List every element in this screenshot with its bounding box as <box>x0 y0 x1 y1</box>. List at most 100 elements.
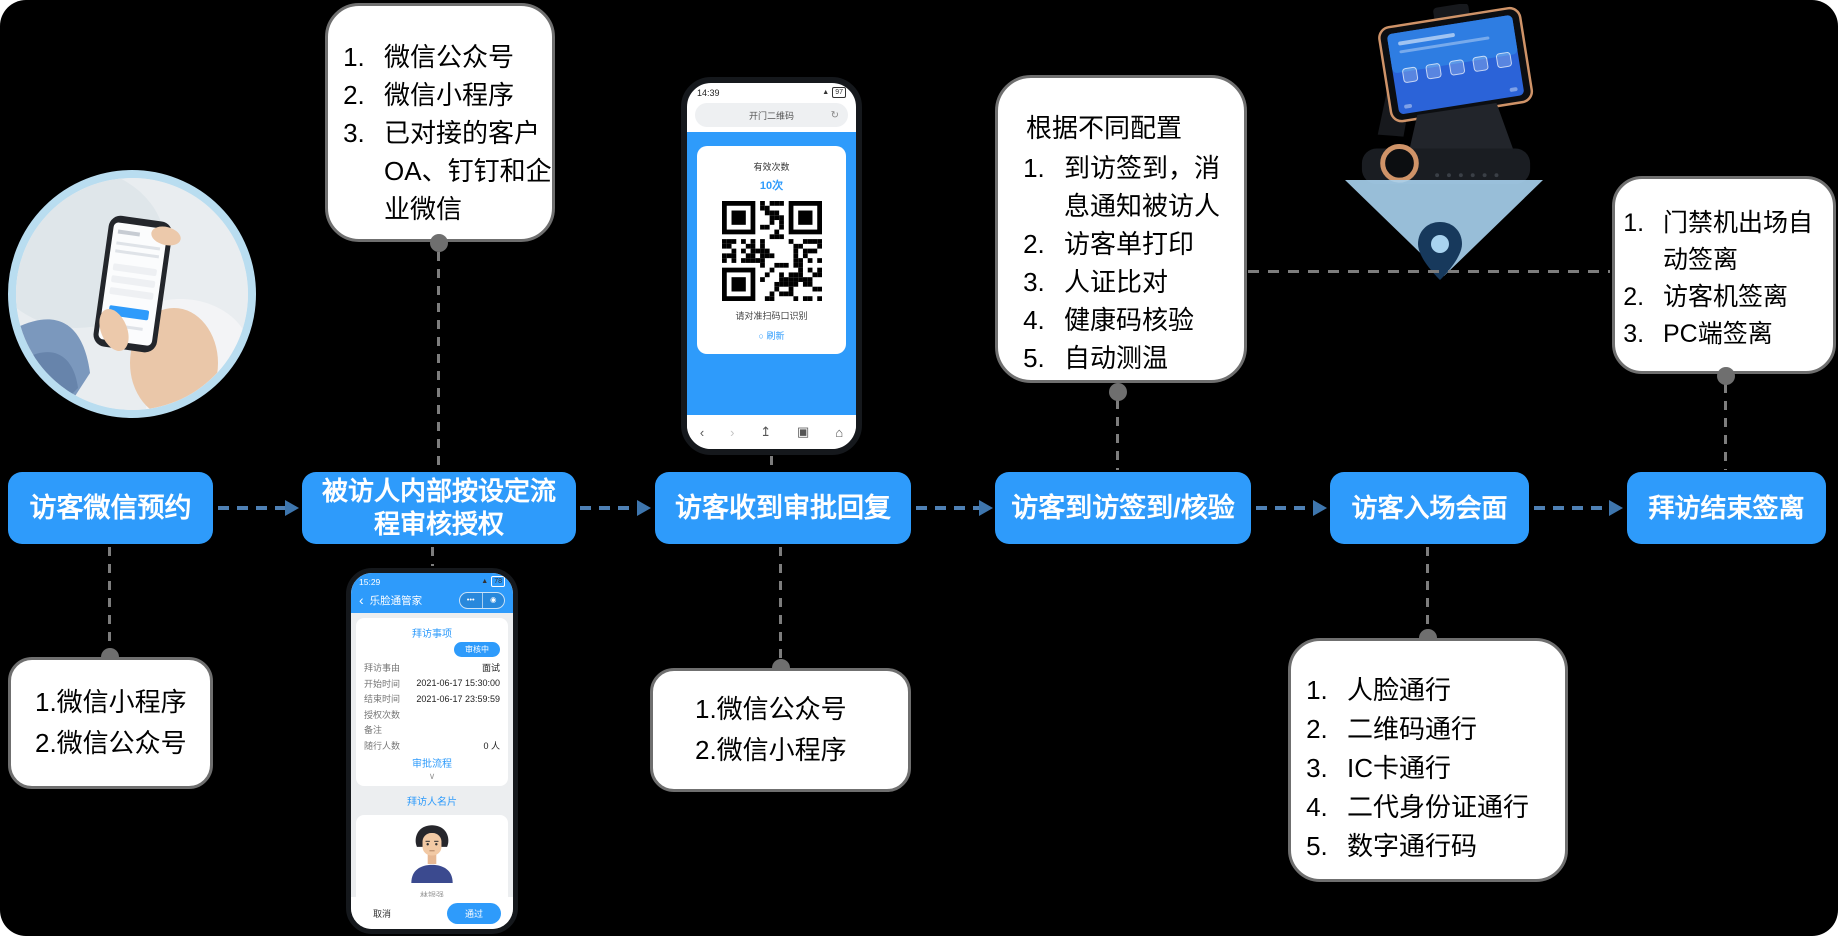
callout-reply-channels: 1.微信公众号 2.微信小程序 <box>650 668 911 792</box>
visitor-card-title: 拜访人名片 <box>407 797 457 808</box>
visitor-card: 林银强 15999089931 <box>356 815 508 897</box>
list-item: 1.微信公众号 <box>695 694 847 724</box>
status-time: 14:39 <box>697 87 720 98</box>
field-label: 备注 <box>364 725 383 736</box>
qr-code-phone-screenshot: 14:39 ▲ 97 开门二维码 ↻ 有效次数 10次 请对准扫码口识别 ○ 刷… <box>681 77 862 455</box>
connector-line <box>108 547 111 650</box>
field-label: 开始时间 <box>364 678 401 689</box>
list-item: 微信小程序 <box>372 76 552 114</box>
callout-title: 根据不同配置 <box>1026 113 1183 143</box>
connector-line <box>779 547 782 660</box>
list-item: 1.微信小程序 <box>35 687 187 717</box>
qr-page-background: 有效次数 10次 请对准扫码口识别 ○ 刷新 <box>687 132 856 415</box>
back-icon: ‹ <box>359 592 364 608</box>
approval-phone-screenshot: 15:29 ▲ 78 ‹ 乐脸通管家 ••• ◉ 拜访事项 审核中 <box>346 568 518 934</box>
list-item: 人证比对 <box>1052 263 1230 301</box>
field-row: 随行人数 0 人 <box>364 738 500 754</box>
phone-status-bar: 14:39 ▲ 97 <box>687 83 856 98</box>
flow-step-approve: 被访人内部按设定流程审核授权 <box>302 472 576 544</box>
field-label: 结束时间 <box>364 694 401 705</box>
callout-reserve-channels: 1.微信小程序 2.微信公众号 <box>8 657 213 789</box>
cancel-button: 取消 <box>373 908 392 919</box>
field-value: 2021-06-17 23:59:59 <box>416 693 500 704</box>
connector-dot <box>430 234 448 252</box>
flow-arrow <box>916 500 993 516</box>
list-item: 二维码通行 <box>1335 710 1565 749</box>
field-label: 随行人数 <box>364 740 401 751</box>
connector-dot <box>1109 383 1127 401</box>
flow-arrow <box>1534 500 1623 516</box>
phone-status-bar: 15:29 ▲ 78 <box>351 573 513 587</box>
pass-methods-list: 人脸通行 二维码通行 IC卡通行 二代身份证通行 数字通行码 <box>1291 671 1565 866</box>
battery-icon: 97 <box>832 87 846 98</box>
chevron-down-icon: ∨ <box>428 771 436 781</box>
connector-line <box>1248 270 1610 273</box>
field-label: 拜访事由 <box>364 663 401 674</box>
list-item: 已对接的客户OA、钉钉和企业微信 <box>372 114 552 228</box>
field-value: 0 人 <box>483 740 500 751</box>
app-nav-bar: ‹ 乐脸通管家 ••• ◉ <box>351 587 513 613</box>
connector-line <box>1724 384 1727 470</box>
callout-signoff-methods: 门禁机出场自动签离 访客机签离 PC端签离 <box>1612 176 1836 374</box>
battery-icon: 78 <box>491 576 505 587</box>
section-title: 拜访事项 <box>412 629 452 640</box>
list-item: 2.微信公众号 <box>35 728 187 758</box>
field-label: 授权次数 <box>364 709 401 720</box>
field-row: 备注 <box>364 722 500 738</box>
list-item: 微信公众号 <box>372 38 552 76</box>
callout-pass-methods: 人脸通行 二维码通行 IC卡通行 二代身份证通行 数字通行码 <box>1288 638 1568 882</box>
field-row: 结束时间 2021-06-17 23:59:59 <box>364 691 500 707</box>
refresh-row: ○ 刷新 <box>703 329 840 342</box>
close-icon: ◉ <box>489 594 497 604</box>
miniprogram-capsule: ••• ◉ <box>459 591 505 609</box>
refresh-icon: ↻ <box>830 109 839 121</box>
field-row: 拜访事由 面试 <box>364 660 500 676</box>
visit-detail-card: 拜访事项 审核中 拜访事由 面试 开始时间 2021-06-17 15:30:0… <box>356 618 508 786</box>
field-value: 面试 <box>481 663 500 674</box>
status-icons: ▲ 97 <box>822 87 846 98</box>
callout-checkin-config: 根据不同配置 到访签到，消息通知被访人 访客单打印 人证比对 健康码核验 自动测… <box>995 75 1247 383</box>
flow-arrow <box>580 500 651 516</box>
status-badge: 审核中 <box>454 642 500 657</box>
flow-arrow <box>1256 500 1327 516</box>
forward-icon: › <box>730 424 735 440</box>
list-item: IC卡通行 <box>1335 749 1565 788</box>
phone-header: 15:29 ▲ 78 ‹ 乐脸通管家 ••• ◉ <box>351 573 513 613</box>
connector-line <box>431 547 434 566</box>
checkin-config-list: 到访签到，消息通知被访人 访客单打印 人证比对 健康码核验 自动测温 <box>1012 149 1230 377</box>
share-icon: ↥ <box>760 424 772 439</box>
process-title: 审批流程 <box>412 759 452 770</box>
connector-line <box>437 252 440 470</box>
app-title: 乐脸通管家 <box>369 594 423 607</box>
visitor-kiosk-device <box>1348 3 1546 197</box>
refresh-label: 刷新 <box>766 331 785 341</box>
visitor-name: 林银强 <box>420 891 444 897</box>
home-icon: ⌂ <box>835 424 844 440</box>
photo-illustration <box>16 178 248 410</box>
browser-nav-bar: ‹ › ↥ ▣ ⌂ <box>687 415 856 449</box>
more-icon: ••• <box>460 592 483 608</box>
list-item: 访客单打印 <box>1052 225 1230 263</box>
back-icon: ‹ <box>699 424 705 440</box>
field-row: 授权次数 <box>364 707 500 723</box>
location-pin-icon <box>1418 222 1462 280</box>
valid-count-label: 有效次数 <box>753 162 790 172</box>
list-item: 门禁机出场自动签离 <box>1651 205 1833 279</box>
scan-hint: 请对准扫码口识别 <box>735 311 808 321</box>
address-text: 开门二维码 <box>748 110 794 121</box>
connector-line <box>770 456 773 470</box>
approval-body: 拜访事项 审核中 拜访事由 面试 开始时间 2021-06-17 15:30:0… <box>351 613 513 897</box>
qr-card: 有效次数 10次 请对准扫码口识别 ○ 刷新 <box>697 146 846 354</box>
valid-count-value: 10次 <box>759 180 784 192</box>
list-item: 健康码核验 <box>1052 301 1230 339</box>
kiosk-illustration <box>1361 3 1534 185</box>
list-item: 二代身份证通行 <box>1335 788 1565 827</box>
connector-line <box>1116 400 1119 470</box>
apply-channels-list: 微信公众号 微信小程序 已对接的客户OA、钉钉和企业微信 <box>328 38 552 228</box>
list-item: 数字通行码 <box>1335 827 1565 866</box>
list-item: 到访签到，消息通知被访人 <box>1052 149 1230 225</box>
flow-step-meeting: 访客入场会面 <box>1330 472 1529 544</box>
field-row: 开始时间 2021-06-17 15:30:00 <box>364 676 500 692</box>
flow-step-reply: 访客收到审批回复 <box>655 472 911 544</box>
